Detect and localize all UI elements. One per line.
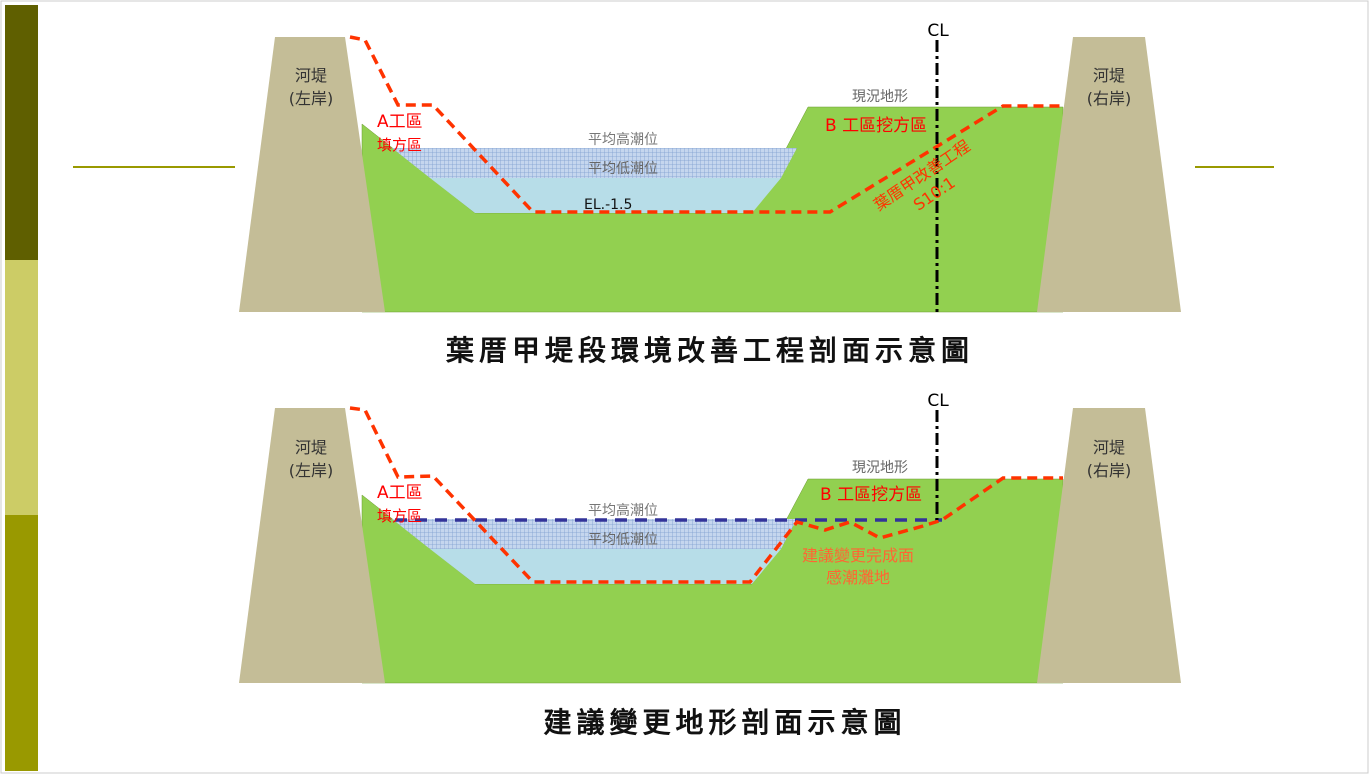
zone-b-label: B 工區挖方區	[820, 485, 922, 505]
diagram-title-2: 建議變更地形剖面示意圖	[543, 706, 906, 739]
dike-right-label: 河堤	[1093, 66, 1125, 85]
cl-label: CL	[927, 391, 949, 411]
diagram-title-1: 葉厝甲堤段環境改善工程剖面示意圖	[445, 334, 974, 367]
zone-a-label: A工區	[377, 483, 423, 503]
zone-a-sub: 填方區	[377, 507, 422, 525]
existing-label: 現況地形	[852, 89, 908, 105]
dike-right-label: 河堤	[1093, 438, 1125, 457]
proposal-label: 建議變更完成面	[802, 546, 914, 565]
excavation-line	[349, 35, 1063, 214]
low-tide-label: 平均低潮位	[588, 532, 658, 548]
water	[430, 549, 781, 584]
zone-a-label: A工區	[377, 112, 423, 132]
zone-a-sub: 填方區	[377, 136, 422, 154]
dike-left	[239, 408, 385, 683]
elevation-label: EL.-1.5	[584, 197, 632, 213]
existing-label: 現況地形	[852, 460, 908, 476]
dike-left	[239, 37, 385, 312]
low-tide-label: 平均低潮位	[588, 161, 658, 177]
high-tide-label: 平均高潮位	[588, 502, 658, 519]
proposal-sub: 感潮灘地	[826, 568, 890, 587]
diagram-existing: CL 河堤 (左岸) 河堤 (右岸) 現況地形 A工區 填方區 B 工區挖方區 …	[239, 21, 1181, 367]
dike-right	[1037, 37, 1181, 312]
sidebar-band-light	[5, 260, 38, 515]
dike-right-sub: (右岸)	[1087, 89, 1132, 108]
dike-left-label: 河堤	[295, 66, 327, 85]
dike-left-sub: (左岸)	[289, 461, 334, 480]
dike-left-sub: (左岸)	[289, 89, 334, 108]
sidebar-band-olive	[5, 515, 38, 771]
water	[430, 178, 781, 213]
dike-right	[1037, 408, 1181, 683]
high-tide-label: 平均高潮位	[588, 131, 658, 148]
excavation-line	[349, 406, 1063, 584]
cl-label: CL	[927, 21, 949, 41]
diagram-proposed: CL 河堤 (左岸) 河堤 (右岸) 現況地形 A工區 填方區 B 工區挖方區 …	[239, 391, 1181, 739]
zone-b-label: B 工區挖方區	[825, 116, 927, 136]
dike-left-label: 河堤	[295, 438, 327, 457]
sidebar-band-dark	[5, 5, 38, 260]
dike-right-sub: (右岸)	[1087, 461, 1132, 480]
